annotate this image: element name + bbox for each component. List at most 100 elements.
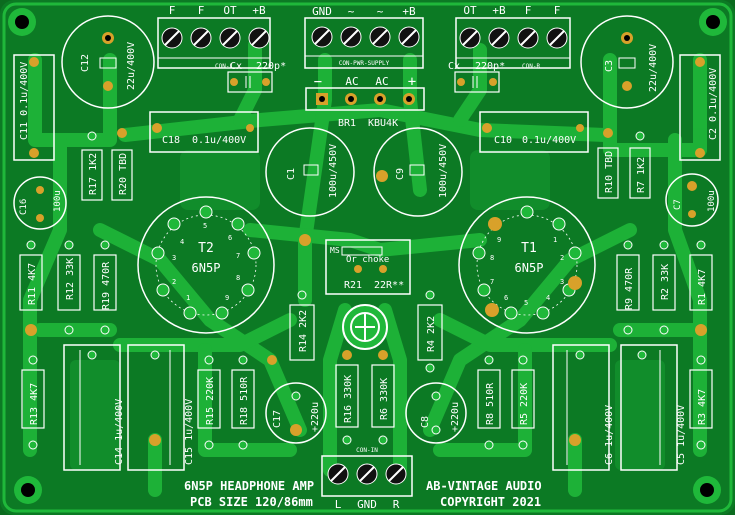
resistor-r12: R12 33K [57, 240, 81, 335]
con-r-pin-3: F [525, 4, 532, 17]
cx-left-ref: Cx [230, 61, 242, 72]
t2-pin-9: 9 [225, 294, 229, 302]
con-in-pin-2: GND [357, 498, 377, 511]
capacitor-c7: C7 100u [665, 173, 719, 227]
r5-label: R5 220K [519, 383, 530, 425]
t2-pin-1: 1 [186, 294, 190, 302]
resistor-r4: R4 2K2 [417, 290, 443, 373]
tube-socket-t2: 5 4 6 3 7 2 8 1 9 T2 6N5P [137, 196, 275, 334]
t2-pin-7: 7 [236, 252, 240, 260]
con-r-label: CON-R [522, 63, 540, 70]
connector-con-r: OT +B F F CON-R [455, 4, 571, 70]
t1-type: 6N5P [515, 261, 544, 275]
bridge-name: BR1 [338, 118, 356, 129]
r20-label: R20 TBD [118, 153, 129, 195]
c18-value: 0.1u/400V [192, 135, 246, 146]
cx-right: Cx 220p* [448, 61, 505, 93]
con-pwr-pin-3: ~ [377, 5, 384, 18]
r8-label: R8 510R [485, 382, 496, 425]
r10-label: R10 TBD [604, 151, 615, 193]
t1-pin-4: 4 [546, 294, 550, 302]
t1-pin-1: 1 [553, 236, 557, 244]
con-r-pin-1: OT [463, 4, 477, 17]
r1-label: R1 4K7 [697, 269, 708, 305]
footer-brand: AB-VINTAGE AUDIO [426, 479, 542, 493]
c16-value: 100u [53, 190, 63, 212]
resistor-r11: R11 4K7 [19, 240, 43, 336]
capacitor-c11: C11 0.1u/400V [13, 54, 55, 161]
c5-label: C5 1u/400V [676, 405, 687, 465]
capacitor-c18: C18 0.1u/400V [149, 111, 259, 153]
c10-value: 0.1u/400V [522, 135, 576, 146]
resistor-r7: R7 1K2 [629, 131, 651, 199]
capacitor-c5: C5 1u/400V [620, 344, 687, 471]
con-l-label: CON-L [215, 63, 233, 70]
c1-value: 100u/450V [328, 144, 339, 198]
c3-value: 22u/400V [648, 44, 659, 92]
r17-label: R17 1K2 [88, 153, 99, 195]
c17-ref: C17 [272, 410, 283, 428]
t1-ref: T1 [521, 241, 537, 256]
cx-right-ref: Cx [448, 61, 460, 72]
c14-label: C14 1u/400V [114, 399, 125, 465]
choke-r21: MS Or choke R21 22R** [325, 239, 411, 295]
bridge-sign-minus: − [314, 74, 322, 90]
c8-value: +220u [450, 402, 461, 432]
con-r-pin-2: +B [492, 4, 506, 17]
choke-r21-ref: R21 [344, 280, 362, 291]
ground-symbol-icon [342, 304, 388, 350]
capacitor-c3: C3 22u/400V [580, 15, 674, 109]
r7-label: R7 1K2 [636, 157, 647, 193]
r11-label: R11 4K7 [27, 263, 38, 305]
con-pwr-pin-2: ~ [348, 5, 355, 18]
resistor-r10: R10 TBD [597, 128, 619, 199]
resistor-r5: R5 220K [511, 355, 535, 450]
con-l-pin-4: +B [252, 4, 266, 17]
resistor-r2: R2 33K [652, 240, 676, 335]
r9-label: R9 470R [624, 267, 635, 310]
cx-left: Cx 220p* [227, 61, 286, 93]
c16-ref: C16 [19, 199, 29, 215]
con-in-pin-3: R [393, 498, 400, 511]
con-l-pin-2: F [198, 4, 205, 17]
c18-ref: C18 [162, 135, 180, 146]
r2-label: R2 33K [660, 264, 671, 300]
c1-ref: C1 [286, 168, 297, 180]
footer-copyright: COPYRIGHT 2021 [440, 495, 541, 509]
t1-pin-2: 2 [560, 254, 564, 262]
r13-label: R13 4K7 [29, 383, 40, 425]
copper-pour [70, 150, 665, 470]
t1-pin-5: 5 [524, 299, 528, 307]
capacitor-c12: C12 22u/400V [61, 15, 155, 109]
r4-label: R4 2K2 [426, 316, 437, 352]
t2-pin-3: 3 [172, 254, 176, 262]
t1-pin-7: 7 [490, 278, 494, 286]
con-pwr-pin-4: +B [402, 5, 416, 18]
cx-left-value: 220p* [256, 61, 286, 72]
c8-ref: C8 [420, 416, 431, 428]
bridge-rectifier: − AC AC + BR1 KBU4K [305, 74, 425, 129]
r16-label: R16 330K [343, 375, 354, 423]
c9-ref: C9 [395, 168, 406, 180]
t2-pin-4: 4 [180, 238, 184, 246]
c7-value: 100u [707, 190, 717, 212]
r3-label: R3 4K7 [697, 389, 708, 425]
r12-label: R12 33K [65, 258, 76, 300]
capacitor-c6: C6 1u/400V [552, 344, 615, 471]
resistor-r20: R20 TBD [111, 128, 133, 201]
capacitor-c10: C10 0.1u/400V [479, 111, 589, 153]
resistor-r13: R13 4K7 [21, 355, 45, 450]
choke-r21-value: 22R** [374, 280, 404, 291]
capacitor-c17: C17 +220u [265, 382, 327, 444]
r19-label: R19 470R [101, 261, 112, 310]
t1-pin-8: 8 [490, 254, 494, 262]
choke-ms: MS [330, 246, 340, 255]
resistor-r8: R8 510R [477, 355, 501, 450]
t2-pin-2: 2 [172, 278, 176, 286]
resistor-r14: R14 2K2 [267, 290, 315, 365]
t2-pin-6: 6 [228, 234, 232, 242]
capacitor-c16: C16 100u [13, 176, 67, 230]
t1-pin-9: 9 [497, 236, 501, 244]
